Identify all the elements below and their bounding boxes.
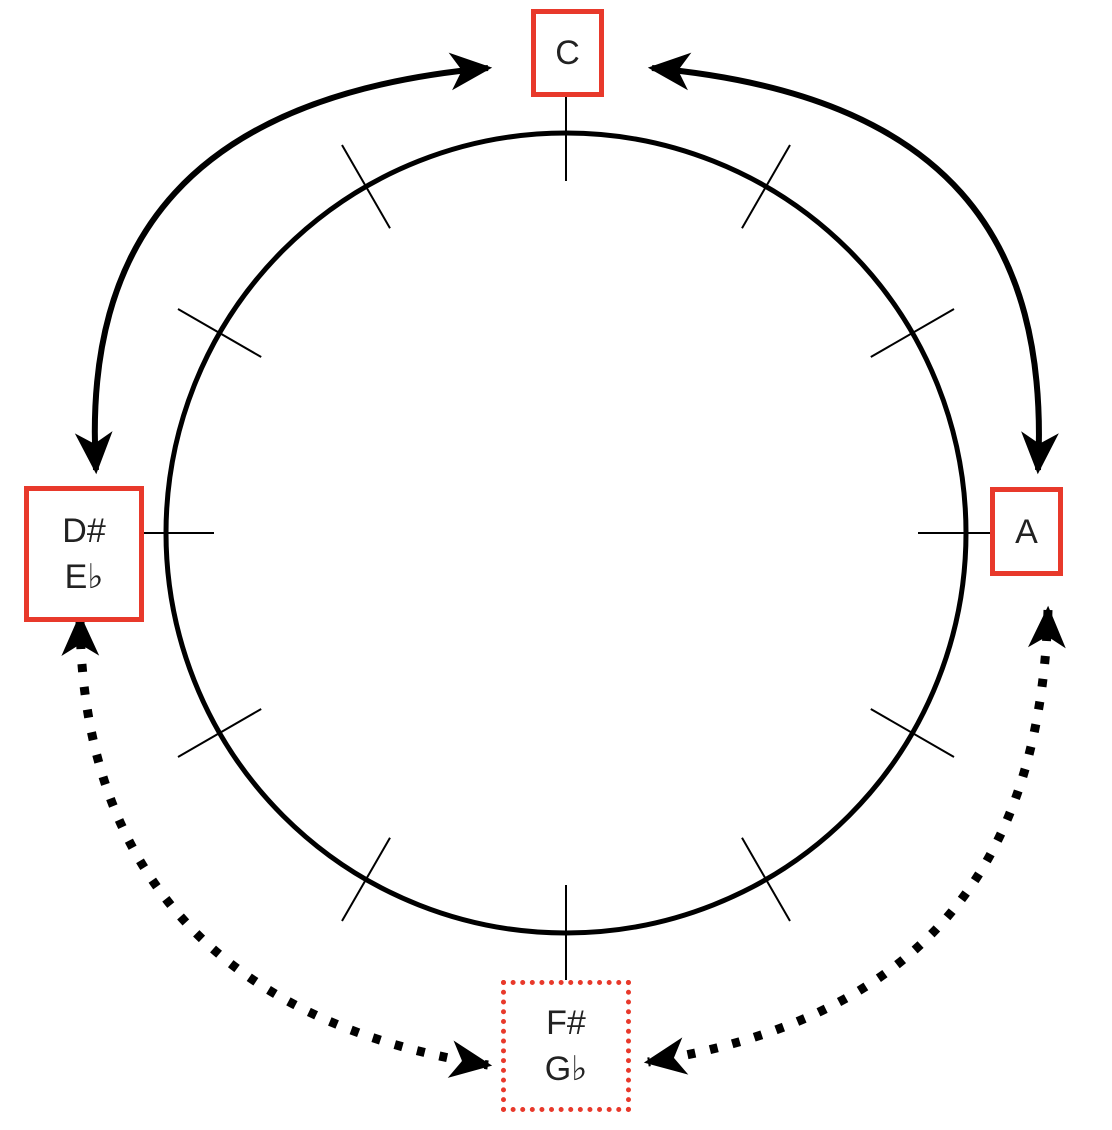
tick-mark-2 — [870, 308, 955, 358]
note-label-a: A — [1015, 512, 1038, 551]
tick-mark-8 — [177, 708, 262, 758]
note-label-dsharp: D# — [62, 512, 106, 550]
tick-mark-10 — [177, 308, 262, 358]
tick-mark-11 — [341, 144, 391, 229]
tick-mark-5 — [741, 837, 791, 922]
note-label-eflat: E♭ — [64, 558, 104, 596]
note-box-fsharp-gflat: F# G♭ — [501, 980, 631, 1112]
note-label-gflat: G♭ — [544, 1050, 588, 1088]
note-box-c: C — [531, 9, 604, 97]
tick-mark-1 — [741, 144, 791, 229]
pitch-circle — [163, 130, 969, 936]
arrow-a-to-fsharp — [643, 605, 1066, 1075]
arrow-c-to-dsharp — [74, 52, 493, 475]
note-box-dsharp-eflat: D# E♭ — [24, 486, 144, 622]
pitch-class-ticks — [118, 85, 1014, 981]
note-label-c: C — [555, 34, 580, 72]
note-box-a: A — [990, 487, 1063, 576]
arrow-c-to-a — [647, 52, 1059, 475]
arrow-dsharp-to-fsharp — [61, 613, 493, 1078]
tick-mark-4 — [870, 708, 955, 758]
tick-mark-7 — [341, 837, 391, 922]
note-label-fsharp: F# — [546, 1004, 586, 1042]
